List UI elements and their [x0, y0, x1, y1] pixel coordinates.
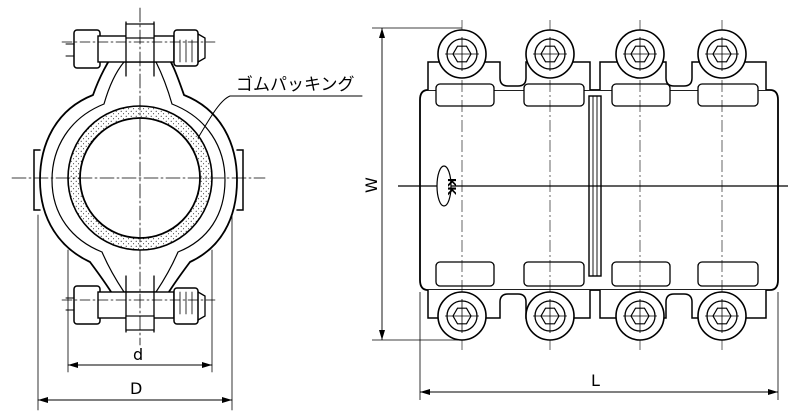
kk-text: KK: [445, 178, 458, 196]
dimension-L: [419, 292, 779, 400]
bottom-bolt: [65, 275, 206, 333]
top-bolt: [65, 21, 206, 77]
kk-marking: [436, 165, 452, 207]
callout-leader: [197, 95, 363, 139]
dimension-d-label: d: [133, 345, 143, 364]
callout-label: ゴムパッキング: [236, 74, 355, 95]
dimension-W: [372, 27, 462, 341]
dimension-W-label: W: [362, 177, 381, 193]
end-view: [11, 7, 363, 411]
dimension-D-label: D: [130, 379, 142, 398]
dimension-L-label: L: [591, 371, 600, 390]
